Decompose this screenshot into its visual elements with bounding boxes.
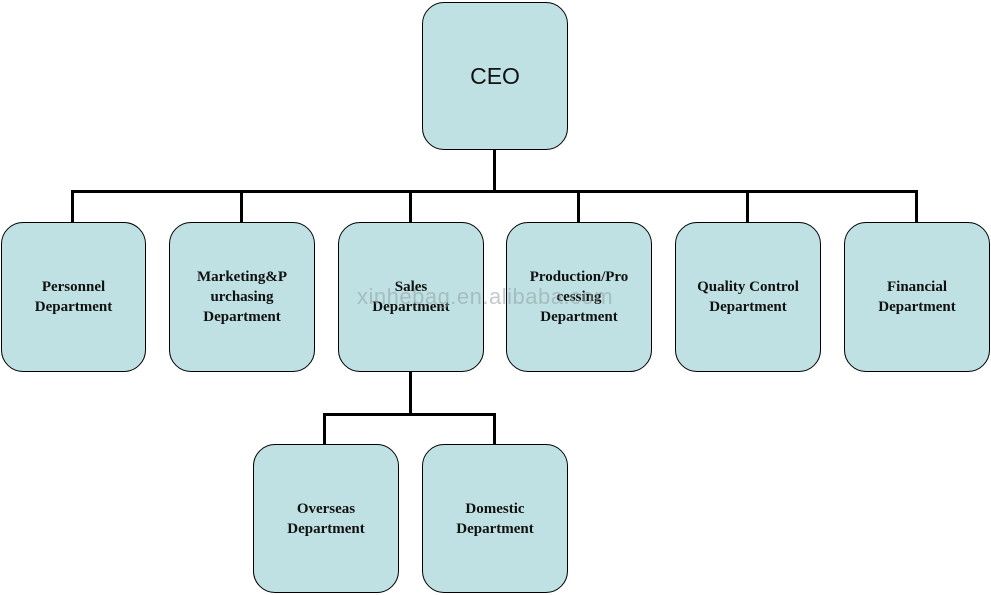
node-quality-control-department-label: Quality Control Department <box>697 279 799 315</box>
node-quality-control-department: Quality Control Department <box>675 222 821 372</box>
node-financial-department: Financial Department <box>844 222 990 372</box>
node-domestic-department: Domestic Department <box>422 444 568 593</box>
node-personnel-department-label: Personnel Department <box>34 279 113 315</box>
connector-production-drop <box>577 190 580 223</box>
connector-overseas-drop <box>323 413 326 445</box>
connector-sales-trunk <box>409 371 412 415</box>
connector-level2-bus <box>324 413 496 416</box>
node-marketing-purchasing-department-label: Marketing&P urchasing Department <box>197 269 287 325</box>
node-domestic-department-label: Domestic Department <box>456 500 534 537</box>
node-production-processing-department: Production/Pro cessing Department <box>506 222 652 372</box>
connector-financial-drop <box>915 190 918 223</box>
node-ceo: CEO <box>422 2 568 150</box>
node-ceo-label: CEO <box>470 63 520 89</box>
connector-quality-drop <box>746 190 749 223</box>
node-overseas-department-label: Overseas Department <box>287 500 365 537</box>
node-marketing-purchasing-department: Marketing&P urchasing Department <box>169 222 315 372</box>
connector-marketing-drop <box>240 190 243 223</box>
connector-ceo-trunk <box>493 149 496 192</box>
node-production-processing-department-label: Production/Pro cessing Department <box>529 269 629 325</box>
node-sales-department-label: Sales Department <box>372 279 450 315</box>
node-personnel-department: Personnel Department <box>1 222 146 372</box>
node-overseas-department: Overseas Department <box>253 444 399 593</box>
connector-level1-bus <box>72 190 918 193</box>
node-financial-department-label: Financial Department <box>878 279 956 315</box>
connector-personnel-drop <box>71 190 74 223</box>
node-sales-department: Sales Department <box>338 222 484 372</box>
connector-domestic-drop <box>493 413 496 445</box>
connector-sales-drop <box>409 190 412 223</box>
